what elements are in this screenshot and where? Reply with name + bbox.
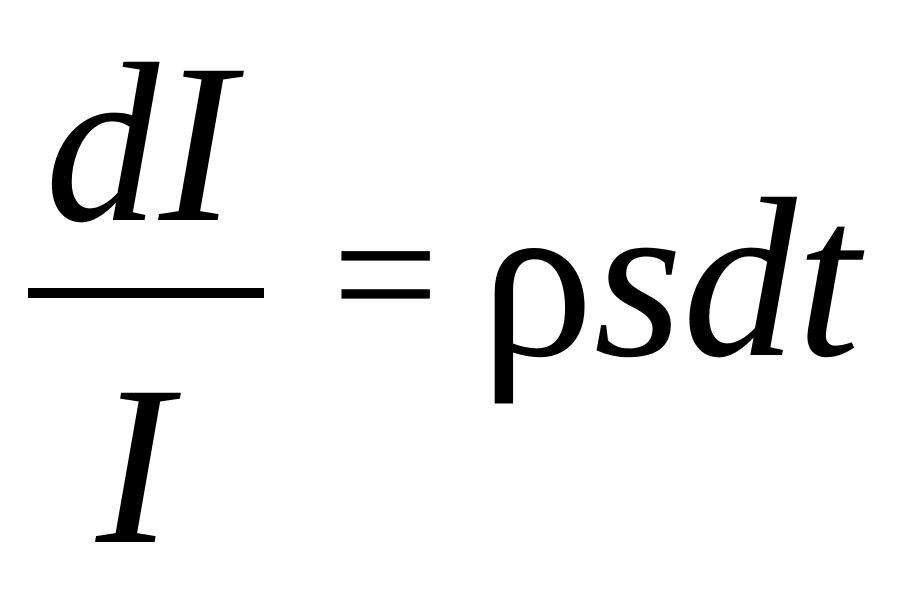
fraction-numerator: dI [45,18,235,270]
equals-sign: = [332,170,440,380]
fraction-bar [28,288,264,298]
equation: dI I = ρsdt [28,18,860,580]
rho-symbol: ρ [480,153,594,405]
fraction-denominator: I [96,340,172,592]
rhs-variables: sdt [593,153,860,405]
right-hand-side: ρsdt [480,165,860,393]
